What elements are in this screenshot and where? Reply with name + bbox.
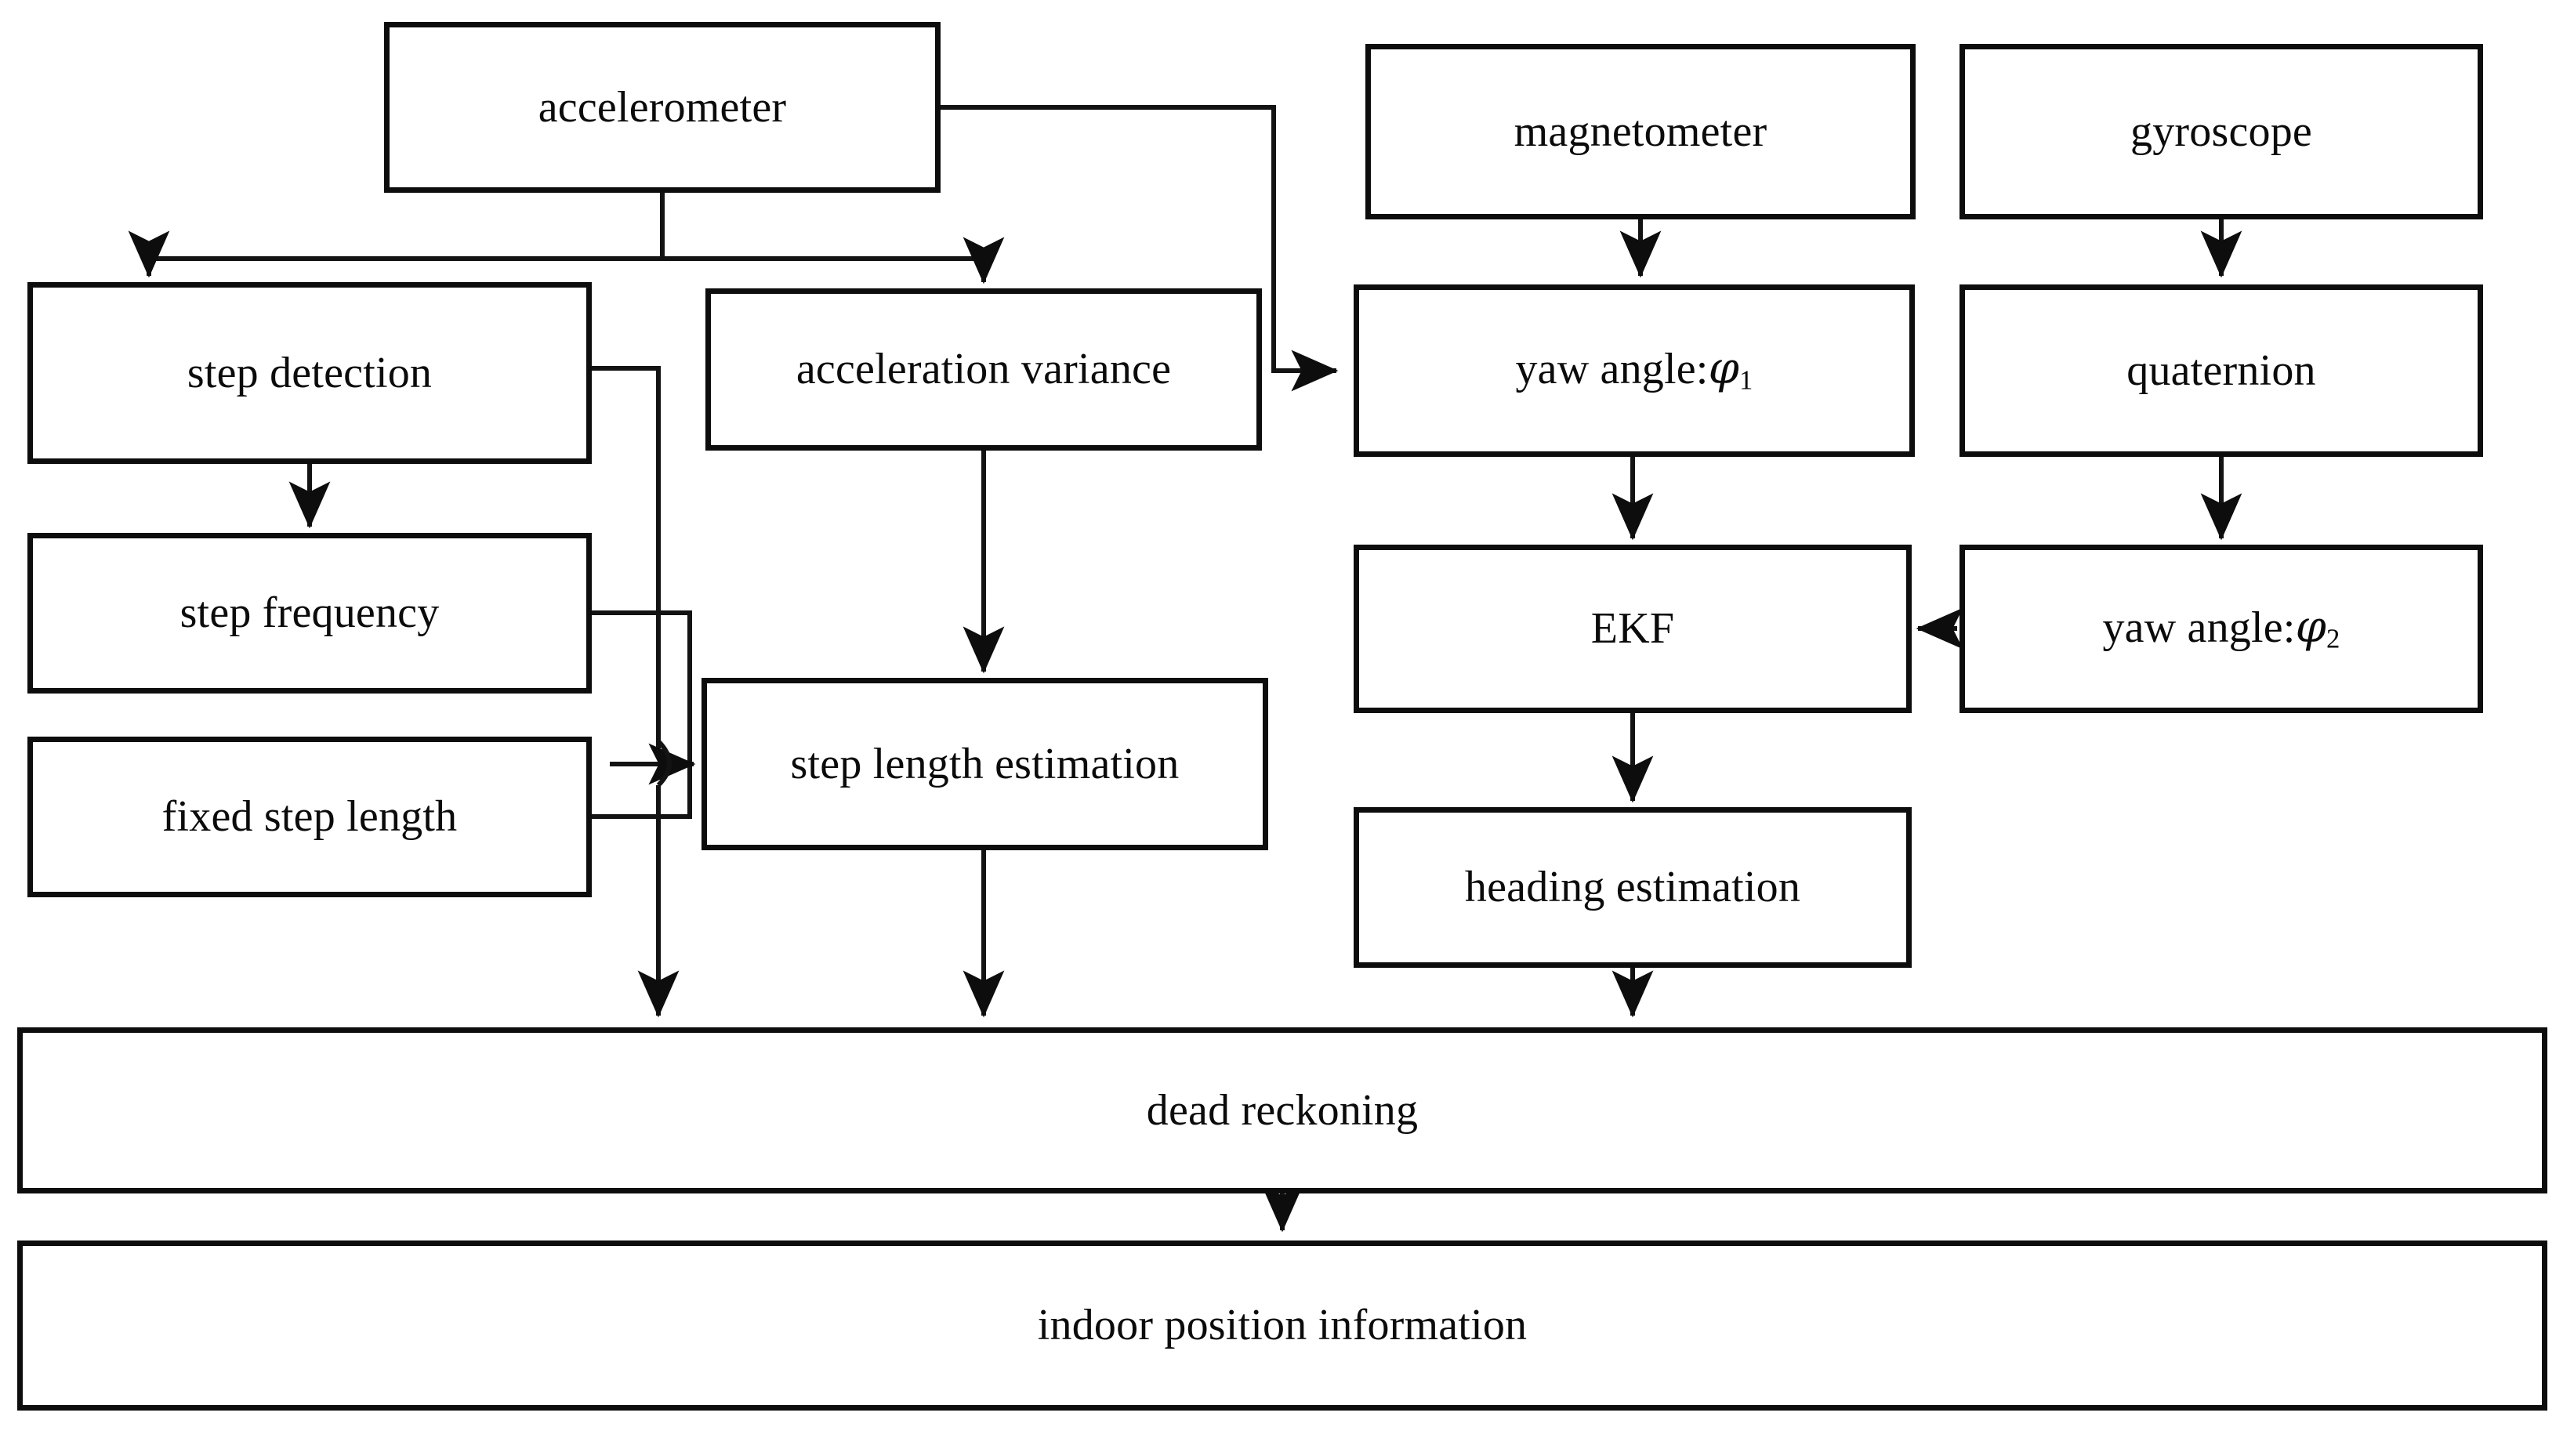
node-step-detection[interactable]: step detection	[27, 282, 592, 464]
node-yaw-angle-2-label: yaw angle:φ2	[2102, 601, 2340, 654]
node-accelerometer-label: accelerometer	[538, 82, 787, 132]
node-step-length-estimation-label: step length estimation	[790, 739, 1180, 788]
node-magnetometer[interactable]: magnetometer	[1365, 44, 1916, 219]
node-step-frequency[interactable]: step frequency	[27, 533, 592, 694]
phi-symbol: φ	[2295, 601, 2326, 653]
node-yaw-angle-1-label: yaw angle:φ1	[1515, 343, 1753, 396]
node-indoor-position-information[interactable]: indoor position information	[17, 1240, 2547, 1411]
node-gyroscope-label: gyroscope	[2130, 107, 2312, 156]
node-yaw-angle-1[interactable]: yaw angle:φ1	[1354, 284, 1915, 457]
node-acceleration-variance[interactable]: acceleration variance	[705, 288, 1262, 451]
node-accelerometer[interactable]: accelerometer	[384, 22, 941, 193]
node-heading-estimation-label: heading estimation	[1464, 863, 1801, 912]
phi-subscript: 1	[1738, 364, 1753, 396]
node-step-detection-label: step detection	[187, 348, 433, 397]
node-dead-reckoning[interactable]: dead reckoning	[17, 1027, 2547, 1193]
node-magnetometer-label: magnetometer	[1514, 107, 1767, 156]
edge-step-detection-to-merge	[592, 366, 661, 748]
node-quaternion[interactable]: quaternion	[1960, 284, 2483, 457]
node-fixed-step-length[interactable]: fixed step length	[27, 737, 592, 897]
node-heading-estimation[interactable]: heading estimation	[1354, 807, 1912, 968]
edge-crossing-hop	[656, 739, 672, 788]
node-step-length-estimation[interactable]: step length estimation	[702, 678, 1268, 850]
phi-subscript: 2	[2326, 623, 2340, 654]
node-ekf[interactable]: EKF	[1354, 545, 1912, 713]
node-step-frequency-label: step frequency	[179, 589, 440, 638]
node-yaw-angle-2[interactable]: yaw angle:φ2	[1960, 545, 2483, 713]
node-quaternion-label: quaternion	[2126, 346, 2316, 395]
node-ekf-label: EKF	[1590, 604, 1675, 654]
node-acceleration-variance-label: acceleration variance	[796, 345, 1172, 394]
edge-step-frequency-to-merge	[592, 610, 692, 764]
node-gyroscope[interactable]: gyroscope	[1960, 44, 2483, 219]
edge-fixed-step-length-to-merge	[592, 764, 692, 819]
node-fixed-step-length-label: fixed step length	[161, 792, 458, 842]
phi-symbol: φ	[1708, 343, 1739, 395]
node-indoor-position-information-label: indoor position information	[1037, 1301, 1528, 1350]
node-dead-reckoning-label: dead reckoning	[1146, 1085, 1419, 1135]
